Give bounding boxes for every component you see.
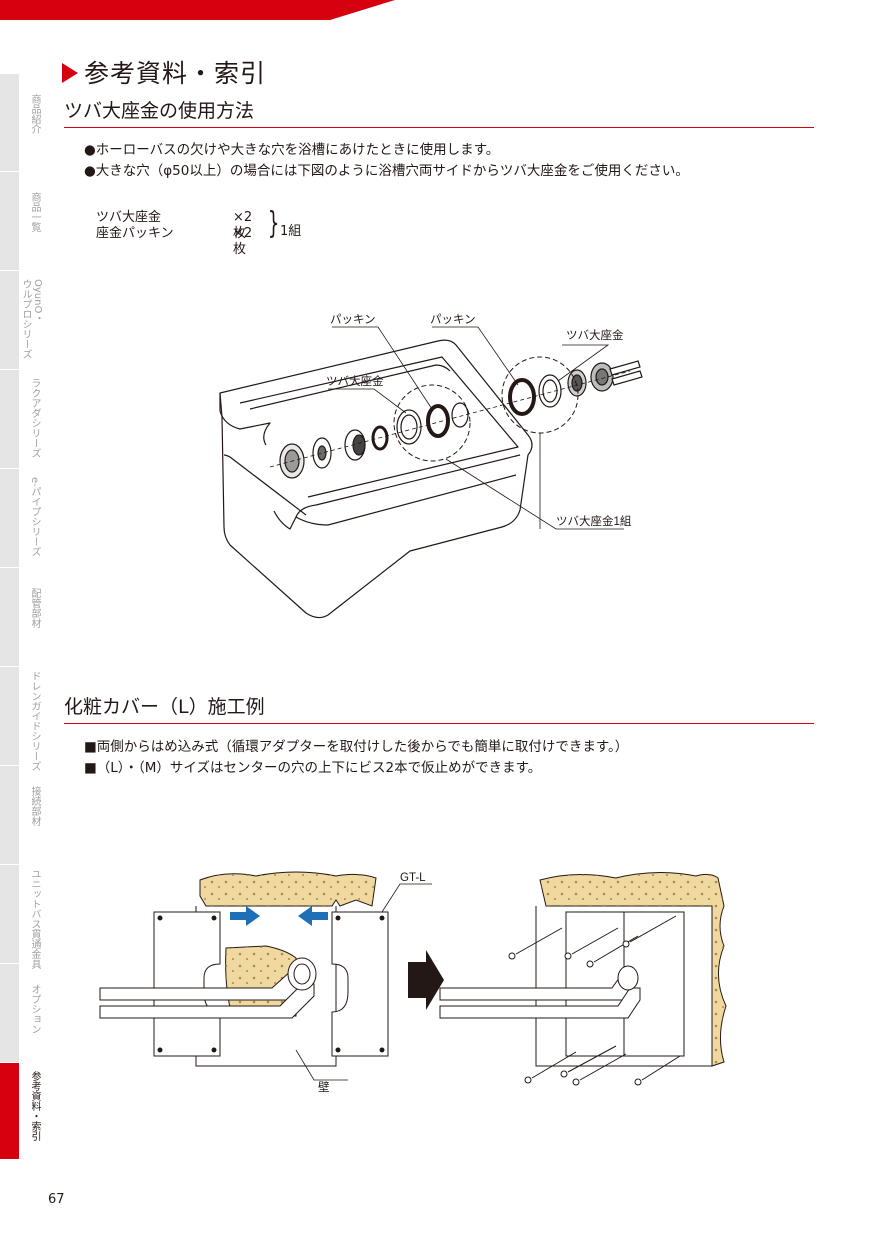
parts-set-label: 1組 — [280, 224, 302, 239]
part-qty: ×2枚 — [233, 226, 253, 257]
label-washer-set: ツバ大座金1組 — [556, 514, 632, 528]
section-heading-cover: 化粧カバー（L）施工例 — [64, 692, 814, 724]
pipes-right — [439, 965, 641, 1019]
bathtub-outline — [219, 339, 533, 619]
note-item: ■両側からはめ込み式（循環アダプターを取付けした後からでも簡単に取付けできます。… — [84, 739, 629, 755]
top-accent-bar — [0, 0, 395, 20]
screw-icons — [508, 915, 681, 1086]
cover-right-half — [331, 911, 389, 1057]
sidebar-item-epipe[interactable]: e-パイプシリーズ — [0, 469, 40, 568]
sidebar-item-label: ドレンガイドシリーズ — [29, 671, 40, 771]
label-washer-left: ツバ大座金 — [326, 374, 384, 388]
sidebar-item-label: 接続部材 — [29, 786, 40, 826]
label-product: GT-L — [400, 872, 426, 884]
part-name: 座金パッキン — [96, 226, 174, 241]
label-wall: 壁 — [318, 1080, 330, 1094]
sidebar-item-label: e-パイプシリーズ — [29, 477, 40, 557]
label-packing-left: パッキン — [330, 313, 376, 326]
parts-row: ツバ大座金 ×2枚 — [96, 210, 252, 241]
sidebar-item-rakuada[interactable]: ラクアダシリーズ — [0, 370, 40, 469]
sidebar-item-products-intro[interactable]: 商品紹介 — [0, 74, 40, 172]
section-heading-washer: ツバ大座金の使用方法 — [64, 96, 814, 128]
step-arrow-icon — [408, 950, 444, 1010]
drain-fitting-left — [279, 402, 469, 479]
parts-row: 座金パッキン ×2枚 — [96, 226, 252, 257]
sidebar-item-reference[interactable]: 参考資料・索引 — [0, 1063, 40, 1160]
page-number: 67 — [48, 1192, 65, 1207]
cover-left-half — [153, 911, 221, 1057]
sidebar-item-label: 参考資料・索引 — [29, 1071, 40, 1141]
parts-list: ツバ大座金 ×2枚 座金パッキン ×2枚 — [96, 210, 252, 257]
pipes-left — [99, 957, 317, 1019]
sidebar-item-product-list[interactable]: 商品一覧 — [0, 172, 40, 271]
sidebar-item-drain-guide[interactable]: ドレンガイドシリーズ — [0, 667, 40, 771]
sidebar-item-unit-bath[interactable]: ユニットバス貫通金具 — [0, 865, 40, 969]
sidebar-item-label: 商品一覧 — [29, 192, 40, 232]
sidebar-item-label: OyunO・ ウルプロシリーズ — [20, 279, 43, 359]
label-packing-right: パッキン — [430, 313, 476, 326]
washer-usage-notes: ●ホーローバスの欠けや大きな穴を浴槽にあけたときに使用します。 ●大きな穴（φ5… — [84, 140, 689, 182]
cover-installation-diagram: GT-L 壁 — [99, 871, 727, 1094]
brace-icon: } — [267, 206, 280, 241]
note-item: ●大きな穴（φ50以上）の場合には下図のように浴槽穴両サイドからツバ大座金をご使… — [84, 163, 689, 179]
bathtub-washer-diagram: パッキン パッキン ツバ大座金 ツバ大座金 ツバ大座金1組 — [219, 313, 643, 619]
arrow-left-icon — [298, 906, 328, 926]
sidebar-item-label: ラクアダシリーズ — [29, 378, 40, 458]
sidebar-item-oyuno[interactable]: OyunO・ ウルプロシリーズ — [0, 271, 43, 370]
sidebar-item-connection[interactable]: 接続部材 — [0, 766, 40, 865]
part-name: ツバ大座金 — [96, 210, 162, 225]
label-washer-right: ツバ大座金 — [566, 328, 624, 342]
sidebar-item-label: ユニットバス貫通金具 — [29, 869, 40, 969]
cover-usage-notes: ■両側からはめ込み式（循環アダプターを取付けした後からでも簡単に取付けできます。… — [84, 737, 628, 779]
arrow-right-icon — [230, 906, 260, 926]
sidebar-item-options[interactable]: オプション — [0, 964, 40, 1063]
sidebar-item-piping[interactable]: 配管部材 — [0, 568, 40, 667]
note-item: ●ホーローバスの欠けや大きな穴を浴槽にあけたときに使用します。 — [84, 142, 500, 158]
title-triangle-icon — [62, 63, 78, 83]
page-title: 参考資料・索引 — [62, 54, 266, 90]
drain-fitting-right — [508, 360, 643, 416]
sidebar-item-label: 商品紹介 — [29, 94, 40, 134]
washer-set-circle-left — [393, 384, 471, 462]
wall-insulation-right — [535, 871, 727, 1067]
sidebar-item-label: 配管部材 — [29, 588, 40, 628]
note-item: ■（L）・（M）サイズはセンターの穴の上下にビス2本で仮止めができます。 — [84, 760, 542, 776]
part-qty: ×2枚 — [233, 210, 253, 241]
sidebar-item-label: オプション — [29, 984, 40, 1034]
